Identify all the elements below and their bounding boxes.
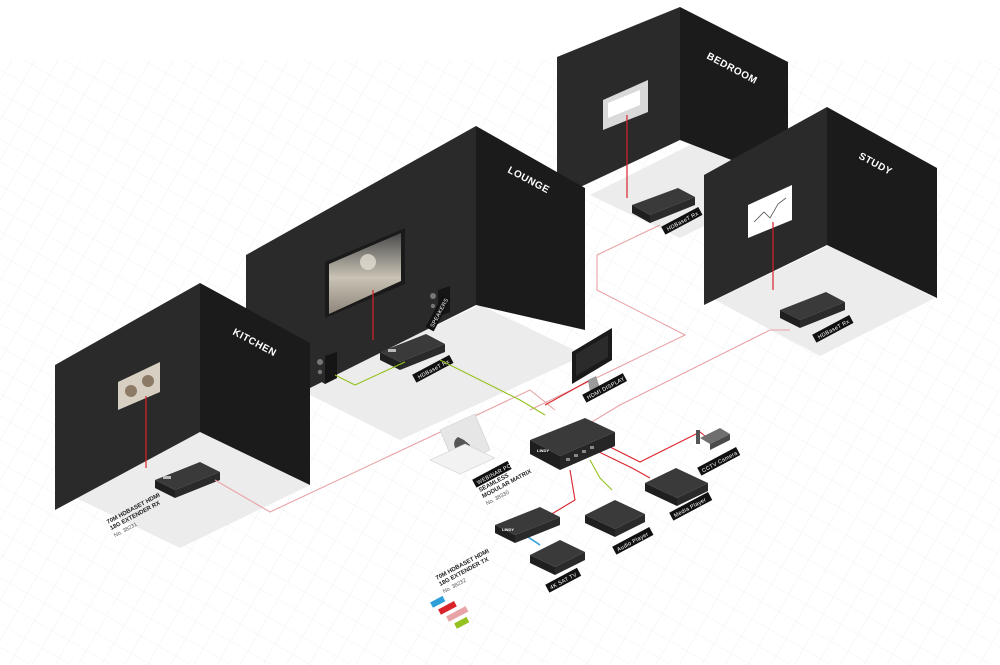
cable-matrix-to-media: [594, 449, 651, 479]
sat-tv-tag: [545, 567, 582, 593]
study-rx-tag: [812, 314, 854, 343]
room-study: STUDY HDBaseT Rx: [704, 107, 937, 356]
kitchen-tx-device[interactable]: [155, 462, 220, 498]
study-rx-device[interactable]: [780, 292, 845, 328]
kitchen-display-art-2: [142, 375, 154, 387]
media-player-tag: [669, 492, 713, 521]
lounge-tv-screen: [329, 233, 401, 314]
study-display-chart: [753, 197, 787, 223]
cable-lounge-to-matrix: [439, 359, 546, 416]
cctv-camera-tag: [697, 447, 741, 476]
bedroom-display-art: [608, 90, 640, 118]
local-tx-device[interactable]: LINDY: [495, 507, 560, 543]
sat-tv-box[interactable]: [530, 540, 585, 575]
lounge-side-wall: [476, 126, 585, 330]
media-player[interactable]: [645, 468, 708, 506]
speakers-tag: [425, 295, 451, 332]
legend-swatch-4: [454, 616, 470, 629]
lounge-speaker-left: [315, 346, 337, 384]
modular-matrix[interactable]: LINDY: [530, 418, 615, 470]
legend-swatch-2: [438, 601, 457, 615]
bedroom-rx-tag: [661, 206, 703, 235]
cable-matrix-to-display: [544, 379, 591, 406]
legend-swatch-3: [446, 606, 469, 622]
cctv-camera[interactable]: [696, 428, 730, 450]
cable-bedroom-to-matrix: [529, 224, 687, 411]
tx-brand: LINDY: [502, 527, 514, 532]
webinar-pc-tag: [472, 460, 512, 488]
study-side-wall: [827, 107, 937, 298]
kitchen-display-art-1: [125, 385, 137, 397]
cable-legend: [430, 595, 470, 629]
lounge-rx-device[interactable]: [380, 334, 445, 370]
kitchen-side-wall: [200, 283, 310, 485]
cable-study-to-matrix: [569, 329, 790, 436]
cable-matrix-to-tx: [549, 469, 576, 516]
webinar-pc[interactable]: [429, 413, 496, 475]
bedroom-rx-device[interactable]: [632, 188, 695, 223]
hdmi-display-tag: [582, 373, 628, 403]
cable-kitchen-to-matrix: [214, 389, 556, 513]
audio-player-tag: [612, 526, 654, 555]
matrix-brand: LINDY: [537, 448, 549, 453]
study-display: [748, 185, 792, 238]
bedroom-side-wall: [680, 7, 788, 182]
legend-swatch-1: [430, 595, 446, 608]
cable-matrix-to-audio: [589, 459, 613, 491]
cables: [214, 224, 790, 546]
audio-player[interactable]: [585, 500, 645, 537]
lounge-tv-moon: [360, 254, 376, 270]
kitchen-display: [118, 362, 160, 410]
room-bedroom: BEDROOM HDBaseT Rx: [557, 7, 790, 238]
cable-speakers: [334, 361, 406, 386]
lounge-floor: [300, 305, 585, 440]
room-kitchen: KITCHEN: [55, 283, 310, 548]
